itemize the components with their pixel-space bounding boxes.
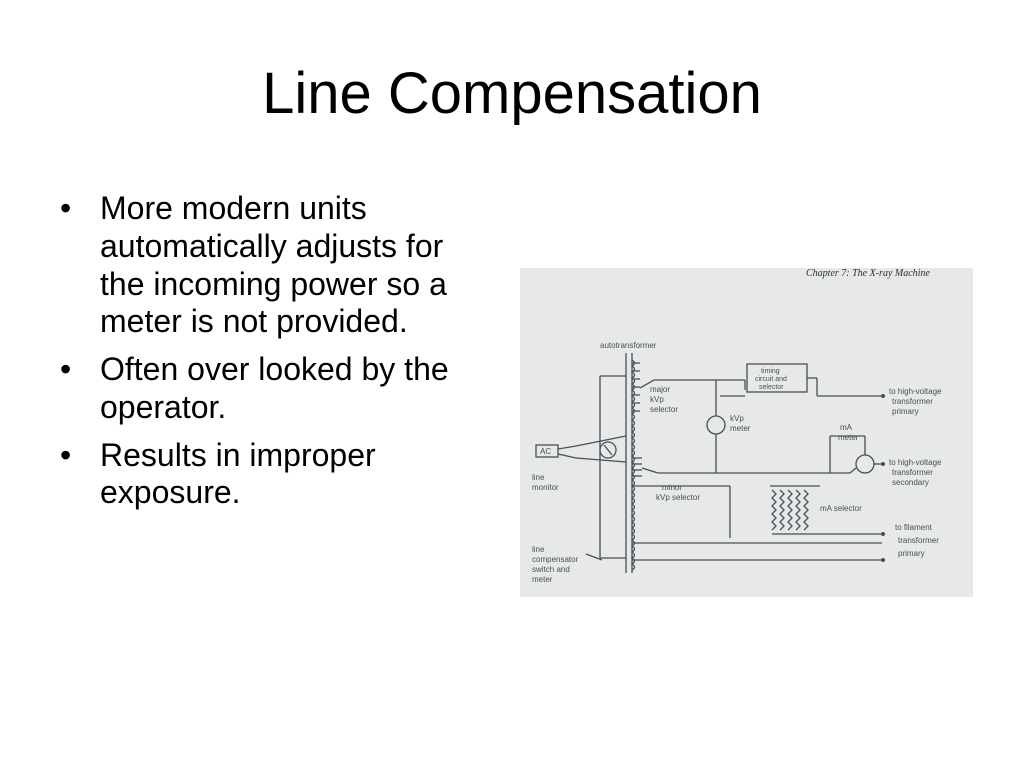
label-filament: transformer — [898, 536, 939, 545]
label-autotransformer: autotransformer — [600, 341, 657, 350]
circuit-diagram: Chapter 7: The X-ray Machine — [520, 268, 973, 597]
label-timing: circuit and — [755, 376, 787, 383]
bullet-dot: • — [60, 351, 72, 387]
page-header: Chapter 7: The X-ray Machine — [806, 268, 930, 279]
label-minor-kvp: minor — [662, 483, 682, 492]
label-ma-meter: mA — [840, 423, 853, 432]
bullet-text: Results in improper exposure. — [100, 436, 376, 511]
label-hv-secondary: secondary — [892, 478, 929, 487]
bullet-text: Often over looked by the operator. — [100, 351, 449, 425]
bullet-list: • More modern units automatically adjusts… — [56, 190, 486, 522]
bullet-dot: • — [60, 190, 72, 226]
slide-title: Line Compensation — [262, 61, 762, 126]
label-line-compensator: switch and — [532, 565, 570, 574]
label-line-compensator: meter — [532, 575, 553, 584]
bullet-dot: • — [60, 436, 72, 473]
label-hv-primary: transformer — [892, 397, 933, 406]
label-hv-primary: to high-voltage — [889, 387, 942, 396]
label-major-kvp: kVp — [650, 395, 664, 404]
label-ma-selector: mA selector — [820, 504, 862, 513]
label-major-kvp: major — [650, 385, 670, 394]
label-plug: AC — [540, 447, 551, 456]
label-major-kvp: selector — [650, 405, 678, 414]
label-ma-meter: meter — [838, 433, 859, 442]
bullet-text: More modern units automatically adjusts … — [100, 190, 447, 340]
label-line-compensator: line — [532, 545, 545, 554]
label-hv-primary: primary — [892, 407, 919, 416]
bullet-item: • Often over looked by the operator. — [56, 351, 486, 427]
label-kvp-meter: meter — [730, 424, 751, 433]
bullet-item: • Results in improper exposure. — [56, 437, 486, 513]
circuit-diagram-photo: Chapter 7: The X-ray Machine — [520, 268, 973, 597]
label-minor-kvp: kVp selector — [656, 493, 700, 502]
label-line-compensator: compensator — [532, 555, 579, 564]
bullet-item: • More modern units automatically adjusts… — [56, 190, 486, 341]
label-hv-secondary: to high-voltage — [889, 458, 942, 467]
label-timing: timing — [761, 368, 780, 375]
label-timing: selector — [759, 384, 784, 391]
label-line-monitor: line — [532, 473, 545, 482]
label-kvp-meter: kVp — [730, 414, 744, 423]
label-hv-secondary: transformer — [892, 468, 933, 477]
label-filament: primary — [898, 549, 925, 558]
label-filament: to filament — [895, 523, 933, 532]
label-line-monitor: monitor — [532, 483, 559, 492]
